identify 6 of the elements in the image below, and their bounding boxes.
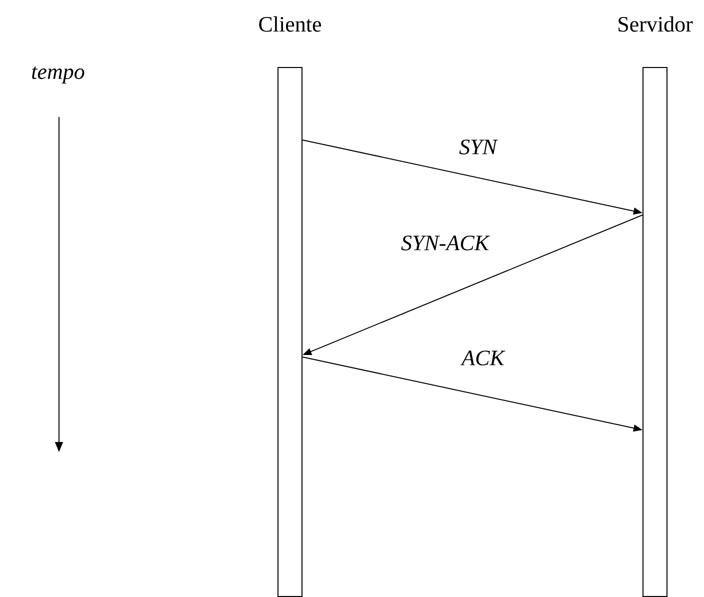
axis-label: tempo bbox=[32, 66, 84, 84]
lifeline-heading: Cliente bbox=[259, 16, 322, 32]
edge-label: SYN bbox=[458, 138, 498, 156]
edge-label: ACK bbox=[460, 350, 506, 366]
lifeline-heading: Servidor bbox=[618, 16, 693, 32]
edge-label: SYN-ACK bbox=[400, 234, 490, 252]
